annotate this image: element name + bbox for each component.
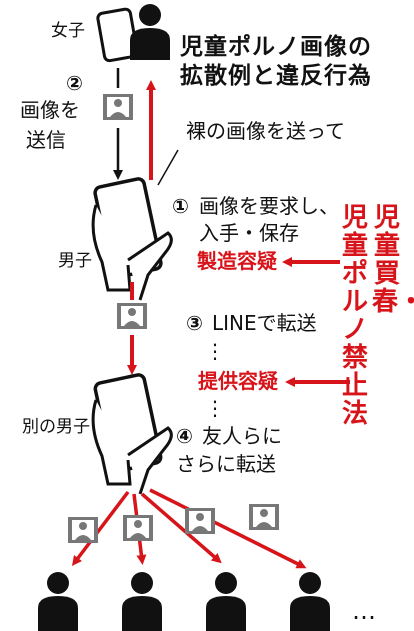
recipient-silhouette-icon bbox=[38, 572, 78, 631]
step-2-number: ② bbox=[66, 71, 83, 95]
step-3-number: ③ bbox=[186, 311, 203, 335]
photo-icon bbox=[185, 508, 215, 534]
girl-label: 女子 bbox=[51, 21, 85, 41]
more-recipients-ellipsis: … bbox=[352, 597, 376, 625]
law-title-column-1: 児童買春・ bbox=[372, 203, 414, 317]
callout-text: 裸の画像を送って bbox=[186, 119, 345, 143]
other-boy-label: 別の男子 bbox=[22, 417, 90, 437]
production-offense-label: 製造容疑 bbox=[197, 249, 277, 273]
ellipsis-vertical-2: ⋮ bbox=[205, 396, 225, 420]
spread-arrow-4 bbox=[149, 488, 307, 569]
step-4-number: ④ bbox=[176, 424, 193, 448]
step-4-line-1: 友人らに bbox=[202, 424, 282, 448]
boy-label: 男子 bbox=[58, 251, 92, 271]
step-4-line-2: さらに転送 bbox=[176, 452, 276, 476]
step-2-line-1: 画像を bbox=[20, 98, 80, 122]
step-2-line-2: 送信 bbox=[26, 128, 66, 152]
recipient-silhouette-icon bbox=[206, 572, 246, 631]
step-1-line-1: 画像を要求し、 bbox=[199, 194, 339, 218]
step-1-line-2: 入手・保存 bbox=[199, 221, 299, 245]
photo-icon bbox=[68, 517, 98, 543]
photo-icon bbox=[117, 303, 147, 329]
spread-arrow-3 bbox=[140, 492, 222, 564]
photo-icon bbox=[103, 94, 133, 120]
spread-arrow-1 bbox=[71, 490, 130, 566]
recipient-silhouette-icon bbox=[122, 572, 162, 631]
law-title-column-2: 児童ポルノ禁止法 bbox=[341, 203, 368, 429]
provision-offense-label: 提供容疑 bbox=[198, 369, 278, 393]
recipient-silhouette-icon bbox=[290, 572, 330, 631]
step-3-text: LINEで転送 bbox=[212, 311, 317, 335]
boy-phone-icon bbox=[91, 177, 173, 301]
ellipsis-vertical-1: ⋮ bbox=[205, 339, 225, 363]
step-1-number: ① bbox=[172, 194, 189, 218]
girl-silhouette-icon bbox=[130, 4, 170, 60]
photo-icon bbox=[249, 504, 279, 530]
title-line-1: 児童ポルノ画像の bbox=[180, 34, 372, 60]
other-boy-phone-icon bbox=[91, 373, 173, 495]
title-line-2: 拡散例と違反行為 bbox=[180, 63, 372, 89]
callout-line bbox=[157, 149, 179, 186]
photo-icon bbox=[123, 515, 153, 541]
